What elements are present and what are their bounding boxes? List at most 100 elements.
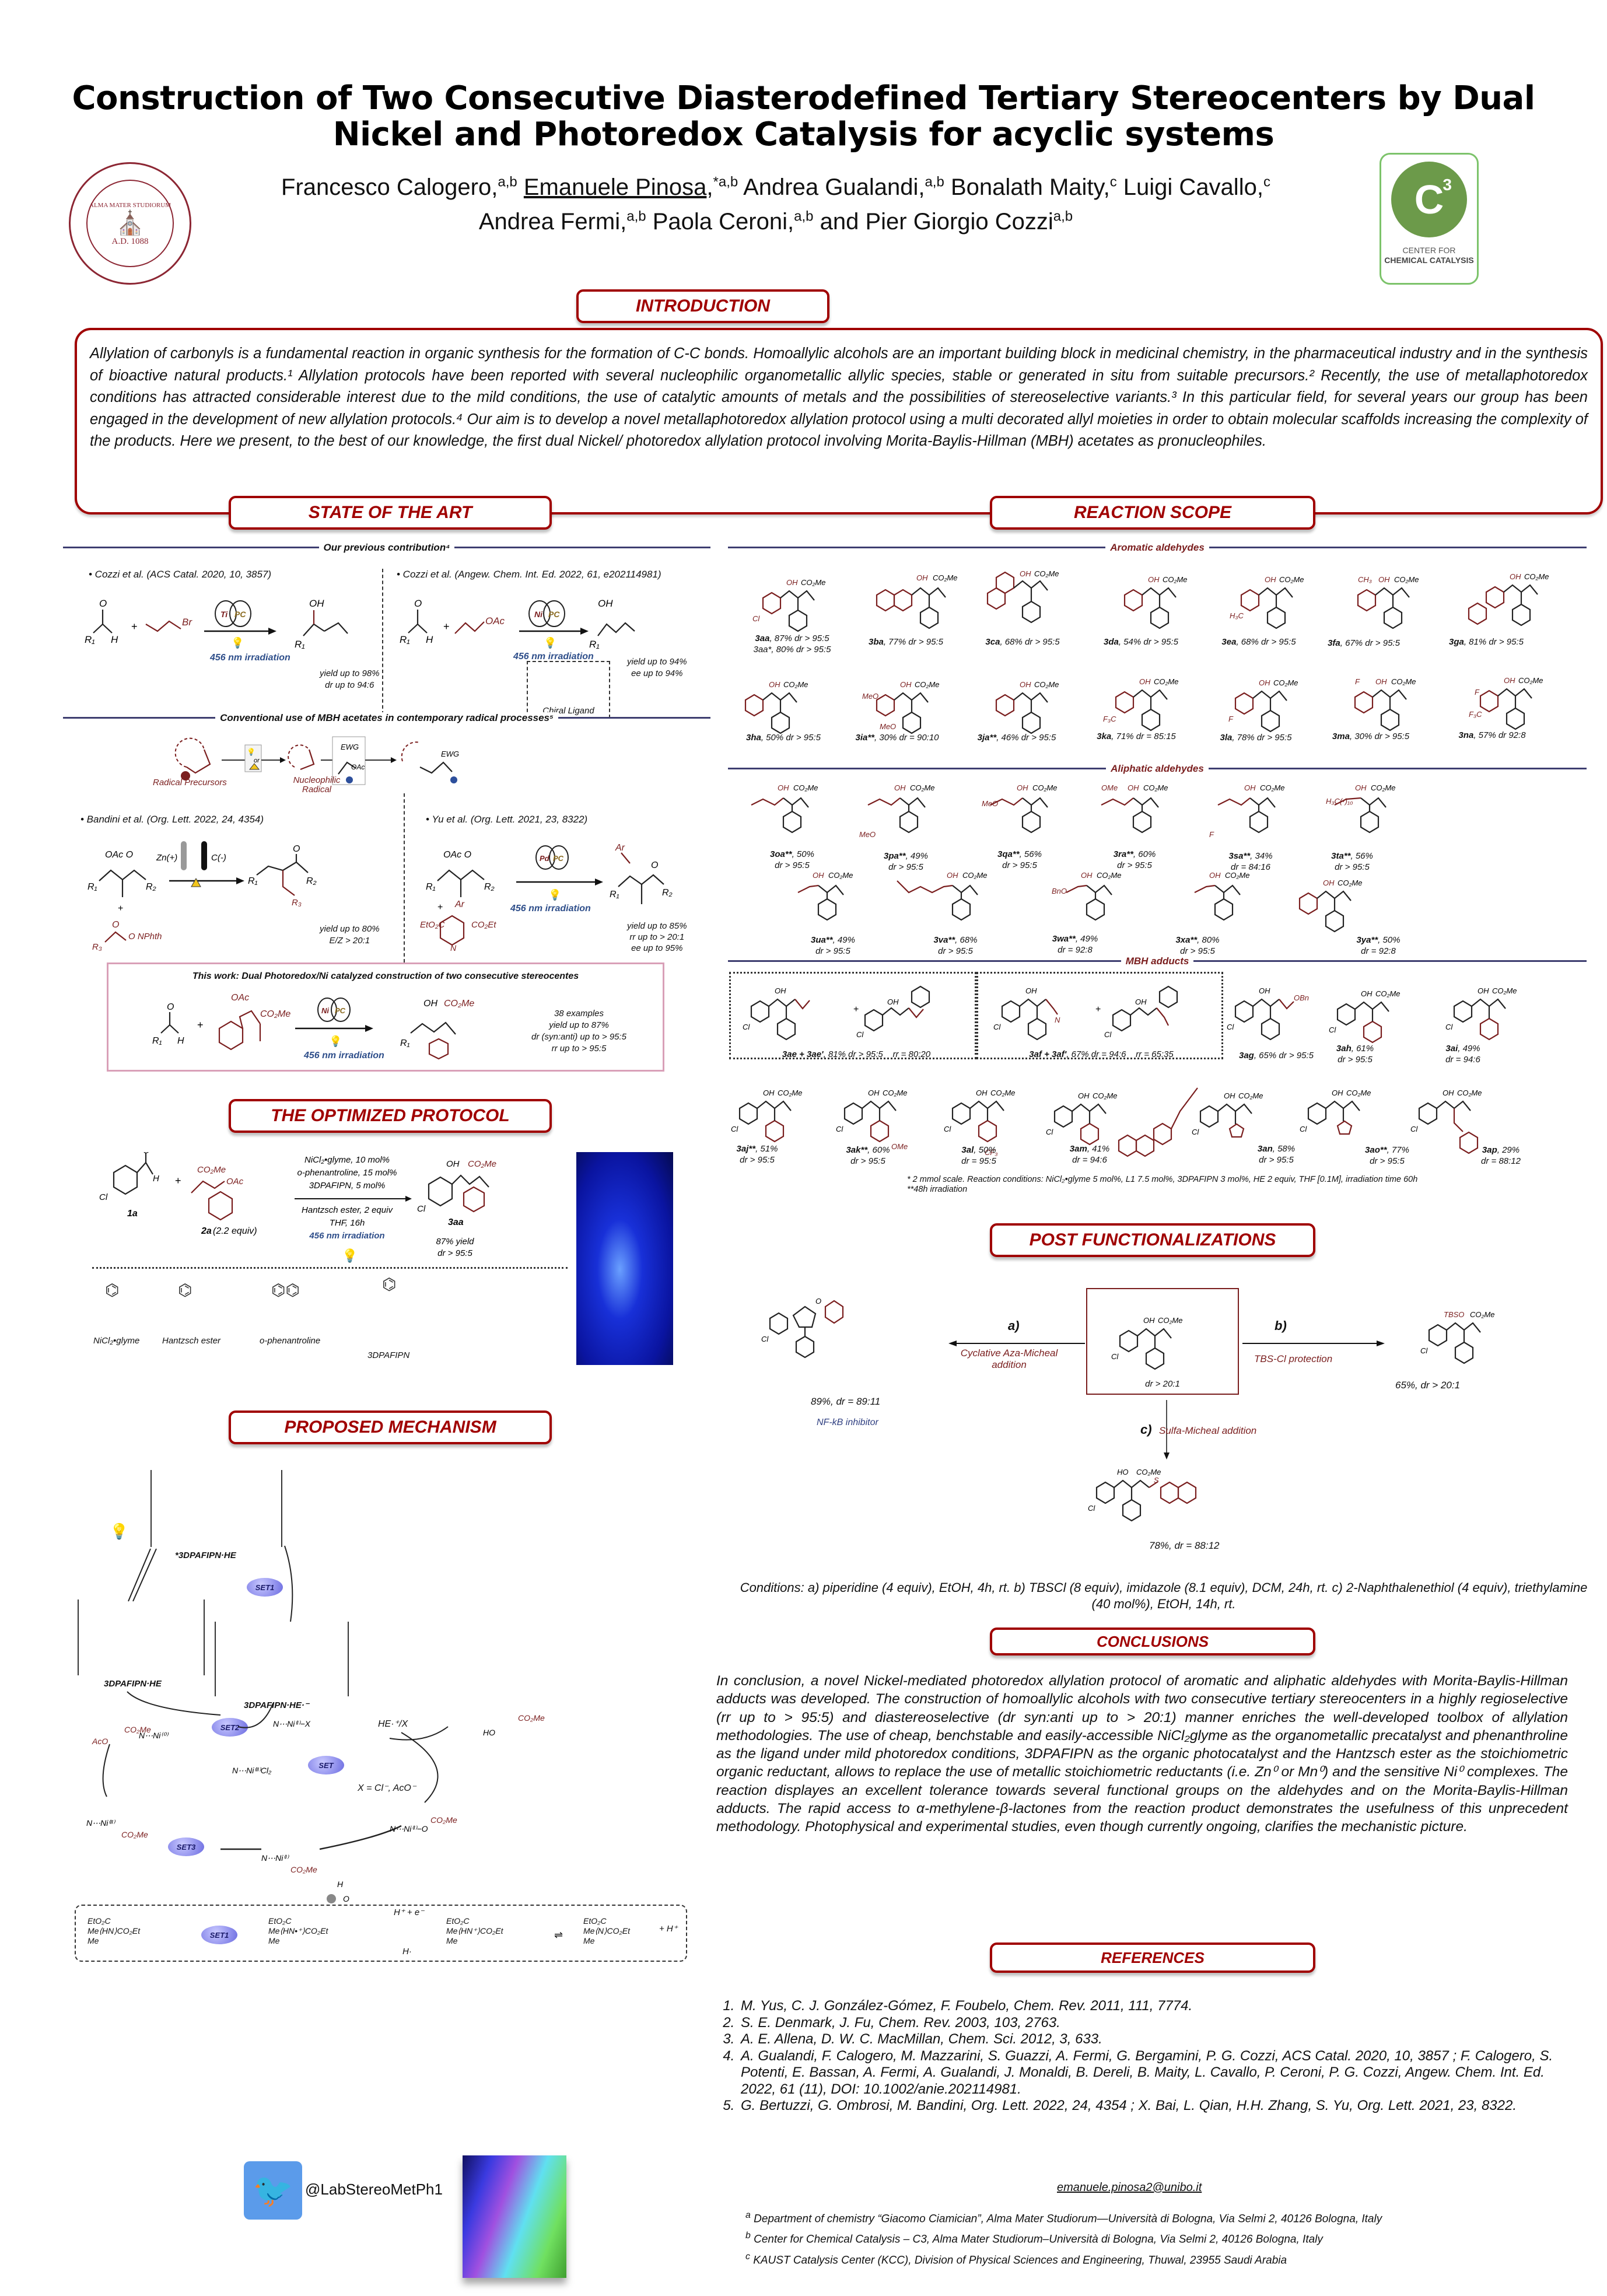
route-b-description: TBS-Cl protection: [1254, 1353, 1333, 1364]
svg-text:2a: 2a: [201, 1226, 212, 1236]
svg-text:OH: OH: [1265, 575, 1276, 584]
svg-text:O: O: [167, 1002, 174, 1012]
result-bandini: yield up to 80% E/Z > 20:1: [320, 924, 380, 946]
svg-text:R₁: R₁: [400, 634, 410, 645]
product-3ai: 3ai, 49%dr = 94:6: [1445, 1044, 1480, 1065]
svg-text:OH: OH: [887, 998, 899, 1006]
affiliation-c: c KAUST Catalysis Center (KCC), Division…: [745, 2251, 1287, 2266]
svg-text:Br: Br: [182, 617, 192, 628]
svg-text:MeO: MeO: [880, 722, 896, 731]
irradiation-label-2022: 456 nm irradiation: [513, 652, 594, 662]
svg-text:R₁: R₁: [426, 882, 436, 892]
svg-text:R₃: R₃: [292, 898, 302, 908]
svg-text:PC: PC: [548, 610, 560, 619]
svg-text:CO₂Me: CO₂Me: [1238, 1091, 1263, 1100]
svg-text:CO₂Me: CO₂Me: [1279, 575, 1304, 584]
svg-text:or: or: [254, 757, 260, 764]
svg-text:Pd: Pd: [540, 854, 550, 863]
svg-text:OH: OH: [1378, 575, 1390, 584]
svg-text:1a: 1a: [127, 1209, 138, 1219]
svg-text:H: H: [337, 1880, 344, 1889]
svg-text:3aa: 3aa: [448, 1217, 464, 1227]
svg-text:OH: OH: [1020, 680, 1031, 689]
divider-mbh-adducts: MBH adducts: [728, 955, 1587, 967]
svg-text:H: H: [153, 1174, 159, 1184]
svg-text:CO₂Me: CO₂Me: [290, 1865, 317, 1874]
proposed-mechanism-heading: PROPOSED MECHANISM: [229, 1410, 552, 1444]
svg-text:Cl: Cl: [731, 1125, 738, 1133]
svg-text:456 nm irradiation: 456 nm irradiation: [309, 1231, 384, 1241]
svg-text:F₃C: F₃C: [1469, 710, 1482, 719]
svg-text:AcO: AcO: [92, 1737, 108, 1746]
svg-text:OH: OH: [868, 1088, 880, 1097]
svg-text:O: O: [343, 1894, 349, 1903]
svg-text:OH: OH: [1128, 783, 1139, 792]
svg-text:+: +: [118, 904, 123, 914]
product-3af: 3af + 3af', 67% dr = 94:6 rr = 65:35: [1029, 1049, 1174, 1059]
svg-text:OH: OH: [1375, 677, 1387, 686]
product-3al: 3al, 50%dr = 95:5: [961, 1145, 996, 1166]
svg-text:OAc: OAc: [351, 763, 365, 771]
twitter-bird-icon[interactable]: 🐦: [244, 2161, 302, 2220]
product-3ua: 3ua**, 49%dr > 95:5: [811, 935, 855, 956]
this-work-title: This work: Dual Photoredox/Ni catalyzed …: [192, 971, 579, 981]
svg-text:CO₂Me: CO₂Me: [793, 783, 818, 792]
svg-text:CO₂Me: CO₂Me: [783, 680, 808, 689]
svg-text:MeO: MeO: [862, 692, 878, 701]
svg-text:CO₂Me: CO₂Me: [962, 871, 988, 880]
svg-text:Cl: Cl: [944, 1125, 951, 1133]
references-heading: REFERENCES: [990, 1943, 1315, 1973]
set1-badge-bottom: SET1: [201, 1926, 237, 1944]
svg-text:Cl: Cl: [1329, 1026, 1336, 1034]
product-3ja: 3ja**, 46% dr > 95:5: [977, 733, 1056, 743]
svg-text:OH: OH: [813, 871, 824, 880]
svg-text:CO₂Me: CO₂Me: [915, 680, 940, 689]
svg-text:PC: PC: [234, 610, 246, 619]
scope-footnotes: * 2 mmol scale. Reaction conditions: NiC…: [907, 1175, 1418, 1194]
svg-text:OH: OH: [947, 871, 958, 880]
svg-text:O NPhth: O NPhth: [128, 932, 162, 942]
vertical-dashed-divider-2: [404, 793, 405, 963]
svg-text:F: F: [1209, 830, 1214, 839]
svg-text:Cl: Cl: [1227, 1023, 1234, 1031]
svg-text:OMe: OMe: [891, 1142, 908, 1151]
svg-text:CH₃: CH₃: [1358, 575, 1372, 584]
svg-text:💡: 💡: [231, 636, 244, 649]
poster-title: Construction of Two Consecutive Diastero…: [72, 79, 1535, 153]
svg-text:CO₂Me: CO₂Me: [883, 1088, 908, 1097]
product-3ya: 3ya**, 50%dr = 92:8: [1356, 935, 1401, 956]
result-this-work: 38 examples yield up to 87% dr (syn:anti…: [531, 1009, 627, 1054]
svg-text:O: O: [99, 598, 107, 609]
route-a-description: Cyclative Aza-Micheal addition: [960, 1348, 1058, 1370]
mbh-box-3af: [976, 972, 1223, 1059]
svg-text:Ni: Ni: [321, 1006, 329, 1015]
svg-text:💡: 💡: [329, 1035, 342, 1047]
result-cozzi-2022: yield up to 94% ee up to 94%: [627, 657, 687, 678]
vertical-dashed-divider: [382, 569, 383, 715]
svg-text:R₁: R₁: [589, 639, 600, 650]
svg-text:dr > 95:5: dr > 95:5: [437, 1248, 472, 1258]
svg-text:+: +: [853, 1005, 859, 1014]
svg-text:CO₂Me: CO₂Me: [1163, 575, 1188, 584]
product-3da: 3da, 54% dr > 95:5: [1103, 637, 1178, 647]
route-b-label: b): [1275, 1318, 1287, 1333]
svg-text:CO₂Me: CO₂Me: [828, 871, 853, 880]
twitter-handle[interactable]: @LabStereoMetPh1: [305, 2180, 443, 2198]
svg-text:H₃C: H₃C: [1230, 611, 1244, 620]
product-3pa: 3pa**, 49%dr > 95:5: [884, 851, 928, 872]
product-3ma: 3ma, 30% dr > 95:5: [1332, 732, 1410, 741]
svg-text:CO₂Me: CO₂Me: [444, 999, 474, 1009]
svg-text:F: F: [1228, 715, 1234, 723]
product-3ah: 3ah, 61%dr > 95:5: [1336, 1044, 1374, 1065]
cite-yu-2021: • Yu et al. (Org. Lett. 2021, 23, 8322): [426, 814, 588, 825]
svg-text:Cl: Cl: [1046, 1128, 1053, 1136]
product-3aj: 3aj**, 51%dr > 95:5: [736, 1144, 778, 1165]
svg-text:Ar: Ar: [454, 900, 465, 909]
product-3va: 3va**, 68%dr > 95:5: [933, 935, 978, 956]
contact-email[interactable]: emanuele.pinosa2@unibo.it: [1057, 2181, 1202, 2194]
svg-text:💡: 💡: [544, 636, 556, 649]
svg-text:OH: OH: [894, 783, 906, 792]
